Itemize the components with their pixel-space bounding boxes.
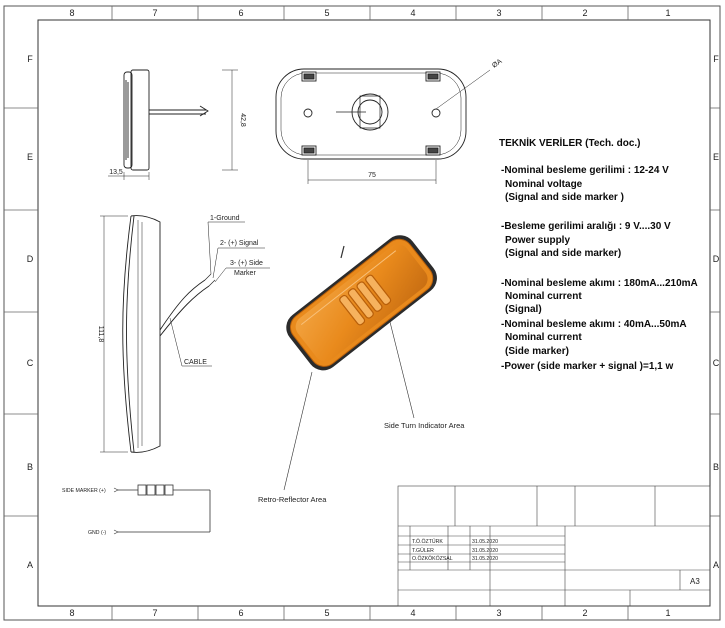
col-label-bottom: 3	[496, 608, 501, 618]
row-label-right: A	[713, 560, 719, 570]
col-label-top: 7	[152, 8, 157, 18]
title-block	[397, 485, 711, 607]
spec-line: -Besleme gerilimi aralığı : 9 V....30 V	[501, 221, 671, 232]
tb-sheet-size: A3	[690, 577, 700, 586]
spec-line: (Signal and side marker )	[505, 192, 624, 203]
circuit-gnd-label: GND (-)	[88, 530, 106, 536]
lamp-iso-view	[283, 235, 437, 491]
back-view	[275, 68, 491, 184]
col-label-top: 5	[324, 8, 329, 18]
spec-line: -Nominal besleme akımı : 40mA...50mA	[501, 319, 687, 330]
dim-height-42-8: 42,8	[239, 113, 246, 127]
dim-hole: ØA	[491, 58, 504, 70]
tb-date-1: 31.05.2020	[472, 539, 498, 545]
col-label-top: 6	[238, 8, 243, 18]
tb-date-2: 31.05.2020	[472, 548, 498, 554]
callout-retro-reflector-area: Retro-Reflector Area	[258, 495, 327, 504]
col-label-bottom: 5	[324, 608, 329, 618]
col-label-top: 2	[582, 8, 587, 18]
callout-signal: 2- (+) Signal	[220, 240, 259, 247]
row-label-left: C	[27, 358, 34, 368]
row-label-left: F	[27, 54, 33, 64]
spec-line: Nominal voltage	[505, 179, 583, 190]
circuit-side-marker-label: SIDE MARKER (+)	[62, 488, 106, 494]
callout-side-turn-area: Side Turn Indicator Area	[384, 421, 465, 430]
tb-name-2: T.GÜLER	[412, 547, 434, 554]
col-label-bottom: 4	[410, 608, 415, 618]
spec-block: TEKNİK VERİLER (Tech. doc.) -Nominal bes…	[499, 136, 698, 372]
spec-title: TEKNİK VERİLER (Tech. doc.)	[499, 136, 641, 149]
spec-line: (Signal and side marker)	[505, 248, 621, 259]
zone-dividers	[4, 6, 720, 620]
col-label-top: 1	[665, 8, 670, 18]
dim-width-75: 75	[368, 172, 376, 179]
spec-line: (Side marker)	[505, 346, 569, 357]
callout-side-marker: 3- (+) Side	[230, 260, 263, 267]
tb-date-3: 31.05.2020	[472, 556, 498, 562]
col-label-bottom: 6	[238, 608, 243, 618]
col-label-bottom: 2	[582, 608, 587, 618]
spec-line: (Signal)	[505, 304, 542, 315]
col-label-bottom: 1	[665, 608, 670, 618]
dim-width-13-5: 13,5	[109, 169, 123, 176]
inner-frame	[37, 19, 711, 607]
col-label-top: 4	[410, 8, 415, 18]
callout-ground: 1-Ground	[210, 215, 240, 222]
spec-line: Nominal current	[505, 332, 582, 343]
row-label-left: A	[27, 560, 33, 570]
row-label-right: D	[713, 254, 720, 264]
col-label-top: 3	[496, 8, 501, 18]
spec-line: -Power (side marker + signal )=1,1 w	[501, 361, 674, 372]
row-label-left: D	[27, 254, 34, 264]
col-label-bottom: 7	[152, 608, 157, 618]
row-label-right: F	[713, 54, 719, 64]
col-label-bottom: 8	[69, 608, 74, 618]
spec-line: Nominal current	[505, 291, 582, 302]
col-label-top: 8	[69, 8, 74, 18]
spec-line: -Nominal besleme akımı : 180mA...210mA	[501, 278, 698, 289]
callout-cable: CABLE	[184, 359, 207, 366]
row-label-right: B	[713, 462, 719, 472]
callout-side-marker-2: Marker	[234, 270, 256, 277]
profile-view	[100, 215, 270, 453]
outer-frame	[3, 5, 721, 621]
spec-line: -Nominal besleme gerilimi : 12-24 V	[501, 165, 669, 176]
row-label-left: B	[27, 462, 33, 472]
row-label-right: E	[713, 152, 719, 162]
side-view	[108, 69, 238, 180]
tb-name-3: O.ÖZKÖKÖZSAL	[412, 555, 453, 562]
spec-line: Power supply	[505, 235, 570, 246]
circuit-diagram	[113, 484, 211, 535]
tb-name-1: T.Ö.ÖZTÜRK	[412, 538, 443, 545]
dim-height-111-8: 111,8	[97, 326, 104, 343]
row-label-left: E	[27, 152, 33, 162]
row-label-right: C	[713, 358, 720, 368]
